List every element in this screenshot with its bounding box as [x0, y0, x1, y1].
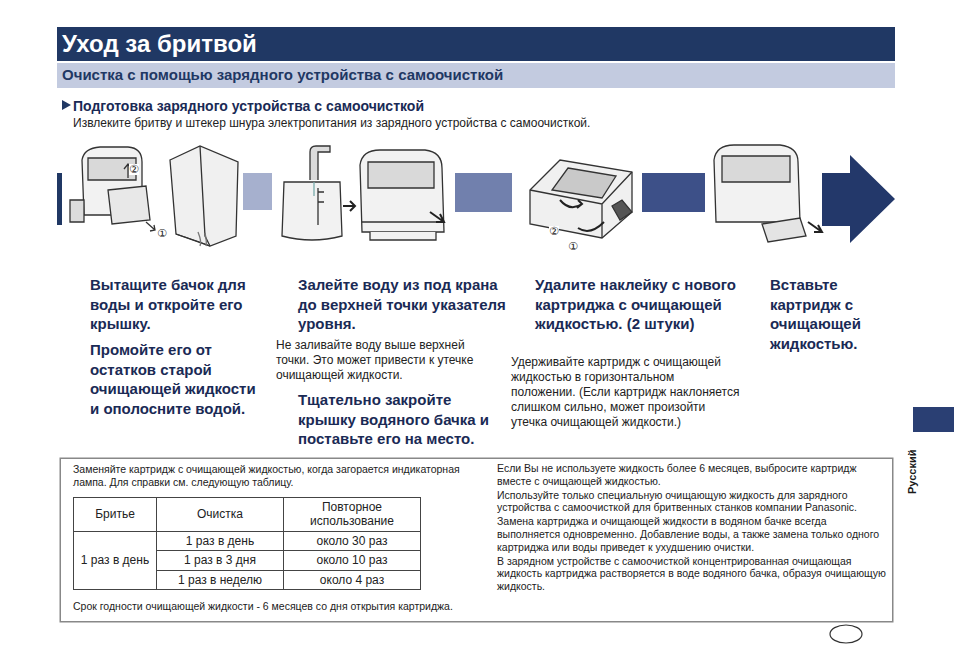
- table-cell: Очистка: [157, 498, 284, 532]
- section-heading: Подготовка зарядного устройства с самооч…: [73, 97, 673, 115]
- table-text: 1 раз в день: [81, 553, 149, 567]
- notes-box: Заменяйте картридж с очищающей жидкостью…: [60, 458, 893, 622]
- table-text: 1 раз в день: [186, 534, 254, 548]
- table-cell: около 10 раз: [284, 551, 421, 570]
- table-row: Бритье Очистка Повторное использование: [74, 498, 421, 532]
- page-title: Уход за бритвой: [62, 29, 257, 59]
- tank-filling: [282, 146, 355, 240]
- note-text: Срок годности очищающей жидкости - 6 мес…: [73, 600, 493, 613]
- table-text: 1 раз в неделю: [178, 573, 262, 587]
- charger-cartridge-in: [714, 145, 822, 242]
- table-cell: Повторное использование: [284, 498, 421, 532]
- step-text: Залейте воду из под крана до верхней точ…: [298, 275, 508, 334]
- table-text: около 10 раз: [316, 553, 387, 567]
- title-band: [57, 27, 895, 61]
- step-text: Удалите наклейку с нового картриджа с оч…: [535, 275, 747, 334]
- table-row: 1 раз в день1 раз в деньоколо 30 раз: [74, 531, 421, 550]
- note-text: Замена картриджа и очищающей жидкости в …: [497, 515, 887, 553]
- language-tab: [913, 407, 954, 432]
- callout-number: ②: [549, 226, 559, 237]
- language-label: Русский: [906, 450, 919, 494]
- step-text: Тщательно закройте крышку водяного бачка…: [298, 390, 508, 449]
- instruction: Извлеките бритву и штекер шнура электроп…: [73, 116, 893, 131]
- callout-number: ①: [157, 228, 167, 239]
- note-text: Используйте только специальную очищающую…: [497, 489, 887, 515]
- step-text: Промойте его от остатков старой очищающе…: [90, 340, 262, 418]
- table-text: Повторное использование: [310, 500, 394, 528]
- table-text: 1 раз в 3 дня: [184, 553, 256, 567]
- charger-tank-in: [360, 150, 444, 240]
- table-row: 1 раз в неделю около 4 раз: [74, 570, 421, 589]
- table-cell: около 30 раз: [284, 531, 421, 550]
- cartridge: [530, 160, 632, 238]
- page-number-circle: [830, 625, 862, 643]
- table-text: около 4 раз: [320, 573, 384, 587]
- table-text: около 30 раз: [316, 534, 387, 548]
- table-cell: 1 раз в день: [157, 531, 284, 550]
- usage-table: Бритье Очистка Повторное использование 1 ра…: [73, 497, 421, 590]
- step-note: Удерживайте картридж с очищающей жидкост…: [511, 355, 741, 430]
- callout-number: ②: [129, 164, 139, 175]
- table-text: Очистка: [197, 507, 243, 521]
- subheading-band: Очистка с помощью зарядного устройства с…: [57, 63, 895, 88]
- step-text: Вытащите бачок для воды и откройте его к…: [90, 275, 275, 334]
- subheading-text: Очистка с помощью зарядного устройства с…: [62, 66, 503, 84]
- charger-pull-tank: [70, 147, 155, 231]
- callout-number: ①: [568, 241, 578, 252]
- table-text: Бритье: [95, 507, 135, 521]
- note-text: Если Вы не используете жидкость более 6 …: [497, 462, 887, 488]
- notes-frame-shadow: [60, 458, 893, 622]
- tank-enlarged: [170, 146, 238, 246]
- table-cell: 1 раз в 3 дня: [157, 551, 284, 570]
- table-cell: Бритье: [74, 498, 157, 532]
- start-marker: [57, 173, 62, 225]
- note-text: Заменяйте картридж с очищающей жидкостью…: [73, 463, 473, 489]
- bullet-triangle: [62, 100, 71, 110]
- step-text: Вставьте картридж с очищающей жидкостью.: [770, 275, 892, 353]
- table-cell: 1 раз в день: [74, 531, 157, 589]
- step-note: Не заливайте воду выше верхней точки. Эт…: [276, 338, 500, 383]
- note-text: В зарядном устройстве с самоочисткой кон…: [497, 555, 887, 593]
- table-cell: около 4 раз: [284, 570, 421, 589]
- table-cell: 1 раз в неделю: [157, 570, 284, 589]
